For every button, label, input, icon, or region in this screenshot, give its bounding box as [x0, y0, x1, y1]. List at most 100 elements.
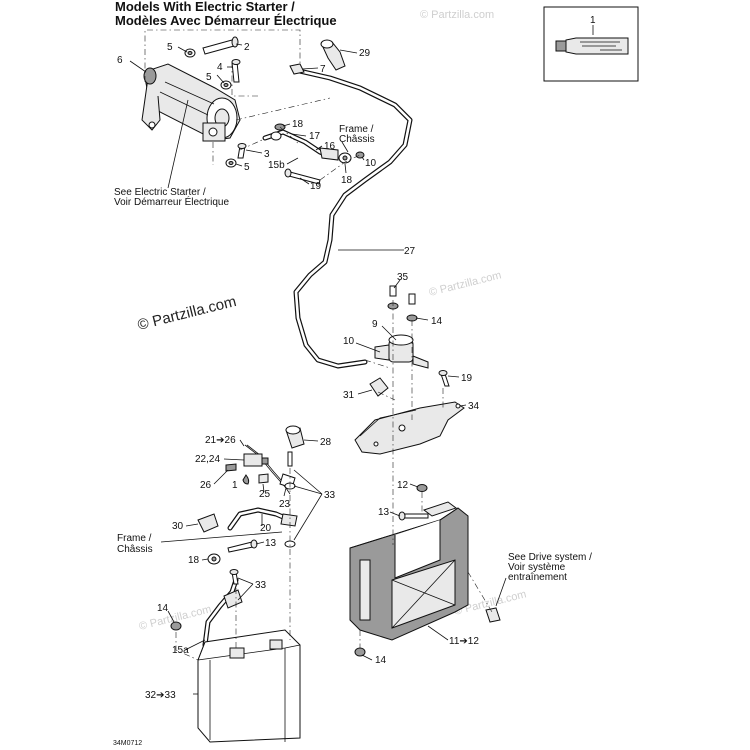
nut-12-box — [416, 484, 428, 492]
note-frame-top-line-1: Frame / — [339, 124, 374, 135]
callout-13-box: 13 — [378, 507, 390, 518]
callout-27: 27 — [404, 246, 416, 257]
callout-11-12: 11➔12 — [449, 636, 479, 647]
electric-starter-motor — [141, 63, 241, 142]
nut-14-box — [354, 647, 366, 657]
nut-14-solenoid — [387, 302, 418, 322]
washer-18-frame — [338, 152, 352, 164]
note-frame-top-line-2: Châssis — [339, 134, 375, 145]
bolts-33-battery — [229, 569, 239, 585]
callout-32-33: 32➔33 — [145, 690, 176, 701]
connector-26 — [225, 463, 237, 472]
screw-13-box — [398, 511, 429, 521]
nut-10-frame — [355, 151, 365, 159]
solenoid-bracket-34 — [354, 401, 465, 455]
callout-26: 26 — [200, 480, 212, 491]
wire-harness-21-26 — [244, 444, 291, 495]
callout-33-battery: 33 — [255, 580, 267, 591]
callout-5-middle: 5 — [206, 72, 212, 83]
callout-9: 9 — [372, 319, 378, 330]
callout-25: 25 — [259, 489, 271, 500]
note-frame-lower-line-2: Châssis — [117, 544, 153, 555]
callout-5-top: 5 — [167, 42, 173, 53]
callout-21-26: 21➔26 — [205, 435, 236, 446]
connector-22-24 — [243, 453, 269, 467]
callout-22-24: 22,24 — [195, 454, 220, 465]
negative-cable-20 — [227, 507, 298, 531]
terminal-35-a — [389, 285, 397, 297]
cable-clip-7 — [289, 63, 305, 75]
callout-35: 35 — [397, 272, 409, 283]
callout-5-lower: 5 — [244, 162, 250, 173]
callout-33-stack: 33 — [324, 490, 336, 501]
title-line-1: Models With Electric Starter / — [115, 0, 295, 14]
inset-box-part-1: 1 — [543, 6, 639, 82]
note-drive-system-line-3: entraînement — [508, 572, 567, 583]
diagram-code: 34M0712 — [113, 740, 142, 747]
callout-18-lower: 18 — [188, 555, 200, 566]
screw-19-top — [284, 168, 321, 185]
callout-17: 17 — [309, 131, 321, 142]
terminal-cap-29 — [320, 39, 346, 71]
callout-labels: 5 2 6 5 4 7 29 18 17 16 15b 3 5 19 18 10… — [117, 42, 480, 701]
callout-20: 20 — [260, 523, 272, 534]
battery-box-11-12 — [349, 501, 469, 641]
callout-4: 4 — [217, 62, 223, 73]
drive-system-fitting — [485, 607, 501, 623]
callout-14-solenoid: 14 — [431, 316, 443, 327]
callout-1: 1 — [590, 15, 596, 26]
callout-15b: 15b — [268, 160, 285, 171]
note-electric-starter-line-2: Voir Démarreur Électrique — [114, 195, 229, 208]
battery-32-33 — [197, 629, 301, 743]
drop-1-icon — [242, 474, 250, 485]
watermark-main: © Partzilla.com — [136, 293, 238, 334]
note-electric-starter-line-1: See Electric Starter / — [114, 187, 206, 198]
note-drive-system-line-1: See Drive system / — [508, 552, 592, 563]
battery-cable-15a — [202, 577, 243, 648]
callout-2: 2 — [244, 42, 250, 53]
cable-boot-31 — [369, 377, 389, 397]
title-line-2: Modèles Avec Démarreur Électrique — [115, 13, 337, 28]
washer-5-top — [184, 48, 196, 58]
positive-cable-27 — [292, 67, 413, 369]
callout-19-bracket: 19 — [461, 373, 473, 384]
watermark-middle: © Partzilla.com — [428, 269, 503, 299]
callout-14-box: 14 — [375, 655, 387, 666]
washer-5-middle — [220, 80, 232, 90]
sealant-tube-icon — [555, 37, 629, 55]
leader-lines — [129, 43, 507, 695]
callout-1-drop: 1 — [232, 480, 238, 491]
callout-19-top: 19 — [310, 181, 322, 192]
callout-12: 12 — [397, 480, 409, 491]
washer-5-lower — [225, 158, 237, 168]
terminal-35-b — [408, 293, 416, 305]
callout-16: 16 — [324, 141, 336, 152]
connector-25 — [258, 473, 269, 484]
screw-13-frame — [227, 539, 258, 553]
callout-18-top: 18 — [292, 119, 304, 130]
callout-31: 31 — [343, 390, 355, 401]
bolt-3 — [237, 143, 247, 159]
terminal-cover-30 — [197, 513, 219, 533]
callout-23: 23 — [279, 499, 291, 510]
callout-18-frame: 18 — [341, 175, 353, 186]
watermark-top: © Partzilla.com — [420, 9, 494, 21]
callout-14-battery: 14 — [157, 603, 169, 614]
washer-18-frame-lower — [207, 553, 221, 565]
callout-28: 28 — [320, 437, 332, 448]
bolt-2 — [202, 36, 239, 55]
callout-7: 7 — [320, 64, 326, 75]
bolt-4 — [231, 59, 241, 83]
callout-10-solenoid: 10 — [343, 336, 355, 347]
callout-30: 30 — [172, 521, 184, 532]
callout-6: 6 — [117, 55, 123, 66]
note-frame-lower-line-1: Frame / — [117, 533, 152, 544]
callout-29: 29 — [359, 48, 371, 59]
reference-notes: See Electric Starter / Voir Démarreur Él… — [114, 124, 592, 583]
callout-13-frame: 13 — [265, 538, 277, 549]
nut-14-battery — [170, 621, 182, 631]
assembly-guide-lines — [144, 29, 493, 661]
callout-10-frame: 10 — [365, 158, 377, 169]
